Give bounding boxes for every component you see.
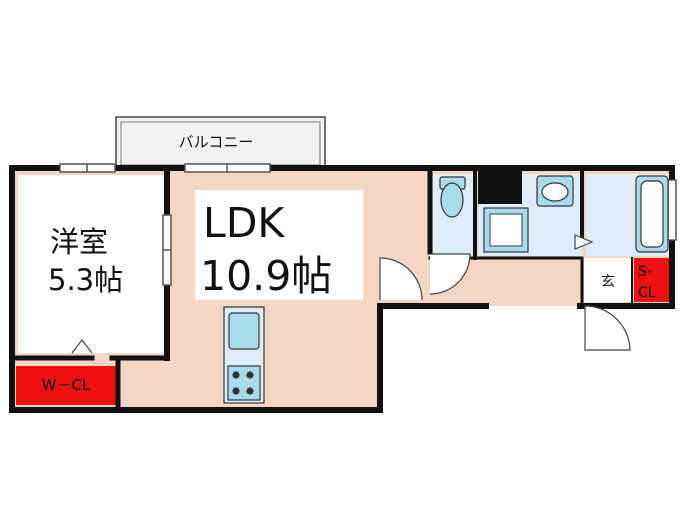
doors bbox=[71, 234, 631, 354]
shoe-closet-label-line2: CL bbox=[638, 285, 656, 301]
ldk-name: LDK bbox=[203, 199, 285, 247]
ldk-size: 10.9帖 bbox=[200, 252, 332, 300]
walk-in-closet bbox=[16, 366, 116, 405]
fixtures bbox=[223, 175, 669, 404]
walk-in-closet-label: W－CL bbox=[42, 376, 91, 394]
western-room-name: 洋室 bbox=[50, 225, 108, 259]
shoe-closet bbox=[634, 258, 670, 302]
shoe-closet-label-line1: S- bbox=[638, 264, 652, 280]
windows bbox=[59, 163, 677, 286]
entrance bbox=[584, 258, 632, 302]
entrance-label: 玄 bbox=[601, 273, 615, 290]
balcony-label: バルコニー bbox=[179, 133, 254, 151]
western-room-size: 5.3帖 bbox=[48, 263, 123, 297]
western-room bbox=[18, 175, 165, 353]
ldk-label-box bbox=[195, 190, 363, 300]
balcony: バルコニー bbox=[115, 116, 326, 168]
